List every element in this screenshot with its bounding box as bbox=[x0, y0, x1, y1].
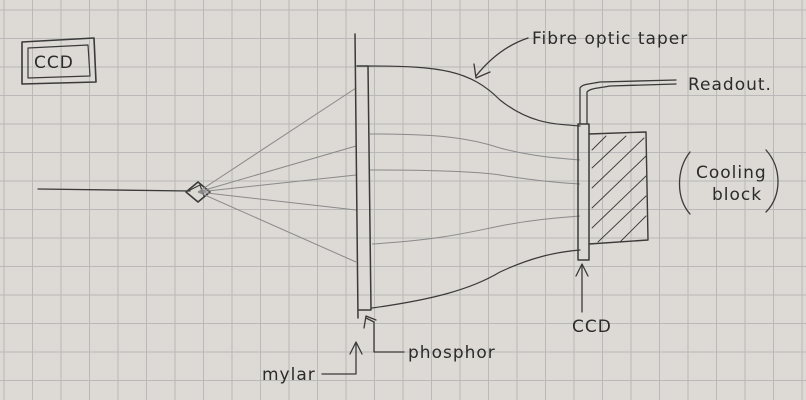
mylar-pointer bbox=[321, 341, 363, 375]
ccd-pointer-arrow bbox=[575, 263, 589, 313]
mylar-label: mylar bbox=[262, 365, 316, 385]
block-label: block bbox=[712, 185, 762, 205]
diffraction-rays bbox=[197, 87, 357, 263]
cooling-block bbox=[588, 131, 649, 245]
cooling-bracket-left bbox=[678, 151, 691, 215]
ccd-bottom-label: CCD bbox=[572, 317, 612, 337]
cooling-label: Cooling bbox=[696, 163, 767, 183]
taper-pointer-arrow bbox=[473, 37, 529, 79]
readout-wire bbox=[579, 79, 677, 125]
ccd-box-label: CCD bbox=[34, 53, 74, 73]
mylar-line bbox=[354, 33, 359, 319]
phosphor-plate bbox=[356, 65, 372, 311]
incoming-beam-line bbox=[37, 188, 191, 192]
readout-label: Readout. bbox=[688, 75, 772, 95]
fibre-optic-taper bbox=[367, 65, 581, 309]
readout-wire-inner bbox=[586, 83, 677, 125]
phosphor-pointer bbox=[363, 315, 405, 353]
cooling-bracket-right bbox=[765, 149, 779, 213]
ccd-chip bbox=[577, 123, 590, 261]
fibre-optic-taper-label: Fibre optic taper bbox=[532, 29, 688, 49]
phosphor-label: phosphor bbox=[408, 343, 496, 363]
ccd-legend-box: CCD bbox=[21, 37, 97, 85]
